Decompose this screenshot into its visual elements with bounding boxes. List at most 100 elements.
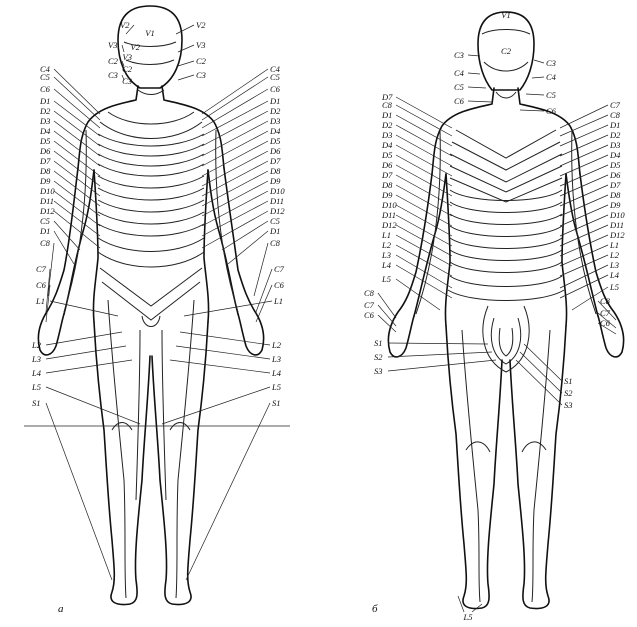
back-left-leader bbox=[378, 293, 396, 318]
back-left-label: D10 bbox=[381, 200, 397, 210]
front-right-label: D11 bbox=[269, 196, 284, 206]
back-left-label: C6 bbox=[364, 310, 375, 320]
front-right-leader bbox=[202, 111, 268, 146]
back-left-label: D4 bbox=[381, 140, 393, 150]
back-body-outline bbox=[388, 12, 623, 609]
front-right-label: D1 bbox=[269, 226, 280, 236]
back-right-label: D7 bbox=[609, 180, 621, 190]
back-left-leader bbox=[396, 265, 452, 298]
back-right-label: D4 bbox=[609, 150, 621, 160]
back-right-label: L1 bbox=[609, 240, 619, 250]
front-left-leader bbox=[54, 101, 100, 136]
back-left-leader bbox=[388, 343, 488, 344]
front-right-leader bbox=[176, 25, 194, 34]
front-left-label: L1 bbox=[35, 296, 45, 306]
back-right-label: D8 bbox=[609, 190, 621, 200]
back-left-label: C4 bbox=[454, 68, 465, 78]
back-right-label: S2 bbox=[564, 388, 573, 398]
back-left-leader bbox=[396, 165, 452, 196]
front-right-label: L2 bbox=[271, 340, 282, 350]
back-right-label: L5 bbox=[609, 282, 619, 292]
front-right-leader bbox=[202, 161, 268, 196]
front-dermatome-bands bbox=[64, 42, 238, 598]
front-face-label: V1 bbox=[145, 28, 154, 38]
front-left-leader bbox=[46, 387, 140, 424]
back-right-leader bbox=[560, 215, 608, 236]
back-right-leader bbox=[520, 110, 544, 111]
front-right-label: S1 bbox=[272, 398, 281, 408]
front-right-leader bbox=[202, 151, 268, 186]
back-left-label: L4 bbox=[381, 260, 392, 270]
back-dermatome-bands bbox=[416, 30, 596, 603]
front-right-label: D6 bbox=[269, 146, 281, 156]
back-right-label: C5 bbox=[546, 90, 556, 100]
front-right-label: C6 bbox=[274, 280, 285, 290]
back-left-label: C8 bbox=[364, 288, 375, 298]
back-right-label: D3 bbox=[609, 140, 620, 150]
front-left-leader bbox=[54, 77, 100, 120]
back-right-label: C6 bbox=[546, 106, 557, 116]
back-left-leader bbox=[468, 87, 486, 88]
front-body-outline bbox=[38, 6, 263, 605]
back-left-leader bbox=[378, 305, 396, 326]
back-right-label: D9 bbox=[609, 200, 621, 210]
front-left-label: D3 bbox=[39, 116, 50, 126]
back-left-leader bbox=[468, 101, 492, 102]
back-right-label: L4 bbox=[609, 270, 620, 280]
back-left-leader bbox=[396, 135, 452, 166]
front-right-leader bbox=[178, 45, 194, 52]
back-right-leader bbox=[560, 135, 608, 156]
back-right-leader bbox=[516, 360, 562, 405]
front-left-label: C5 bbox=[40, 216, 50, 226]
front-right-label: C8 bbox=[270, 238, 281, 248]
back-left-label: D3 bbox=[381, 130, 392, 140]
front-right-leader bbox=[180, 332, 270, 345]
front-right-label: C7 bbox=[274, 264, 285, 274]
back-left-leader bbox=[396, 235, 452, 266]
back-right-label: D11 bbox=[609, 220, 624, 230]
back-right-label: C6 bbox=[600, 318, 611, 328]
back-right-leader bbox=[534, 60, 544, 63]
front-left-label: C3 bbox=[108, 70, 118, 80]
front-right-label: L5 bbox=[271, 382, 281, 392]
back-left-label: S2 bbox=[374, 352, 383, 362]
front-right-label: L3 bbox=[271, 354, 281, 364]
back-right-leader bbox=[560, 225, 608, 246]
front-left-leader bbox=[54, 201, 100, 236]
front-left-label: L2 bbox=[31, 340, 42, 350]
front-right-label: L1 bbox=[273, 296, 283, 306]
back-left-label: S1 bbox=[374, 338, 383, 348]
back-left-label: C5 bbox=[454, 82, 464, 92]
front-right-label: C5 bbox=[270, 72, 280, 82]
back-left-label: C6 bbox=[454, 96, 465, 106]
front-right-label: V2 bbox=[196, 20, 206, 30]
back-right-label: D5 bbox=[609, 160, 620, 170]
back-right-leader bbox=[560, 165, 608, 186]
front-left-label: D6 bbox=[39, 146, 51, 156]
front-left-label: D4 bbox=[39, 126, 51, 136]
back-right-leader bbox=[526, 94, 544, 95]
back-right-label: D2 bbox=[609, 130, 621, 140]
front-left-label: C6 bbox=[36, 280, 47, 290]
back-left-leader bbox=[396, 195, 452, 226]
back-caption: б bbox=[372, 603, 378, 615]
back-right-leader bbox=[560, 105, 608, 128]
front-caption: a bbox=[58, 603, 64, 615]
front-right-label: V3 bbox=[196, 40, 205, 50]
front-left-leader bbox=[54, 231, 74, 264]
front-face-label: V2 bbox=[131, 42, 141, 52]
front-face-label: C3 bbox=[122, 76, 132, 86]
back-left-label: C3 bbox=[454, 50, 464, 60]
back-right-label: C3 bbox=[546, 58, 556, 68]
back-left-label: S3 bbox=[374, 366, 383, 376]
back-left-label: D6 bbox=[381, 160, 393, 170]
front-right-label: D3 bbox=[269, 116, 280, 126]
front-right-label: D8 bbox=[269, 166, 281, 176]
front-right-label: D12 bbox=[269, 206, 285, 216]
front-left-leader bbox=[48, 243, 54, 296]
back-right-label: D10 bbox=[609, 210, 625, 220]
front-left-leader bbox=[54, 131, 100, 166]
front-left-label: S1 bbox=[32, 398, 41, 408]
back-left-leader bbox=[396, 105, 452, 136]
